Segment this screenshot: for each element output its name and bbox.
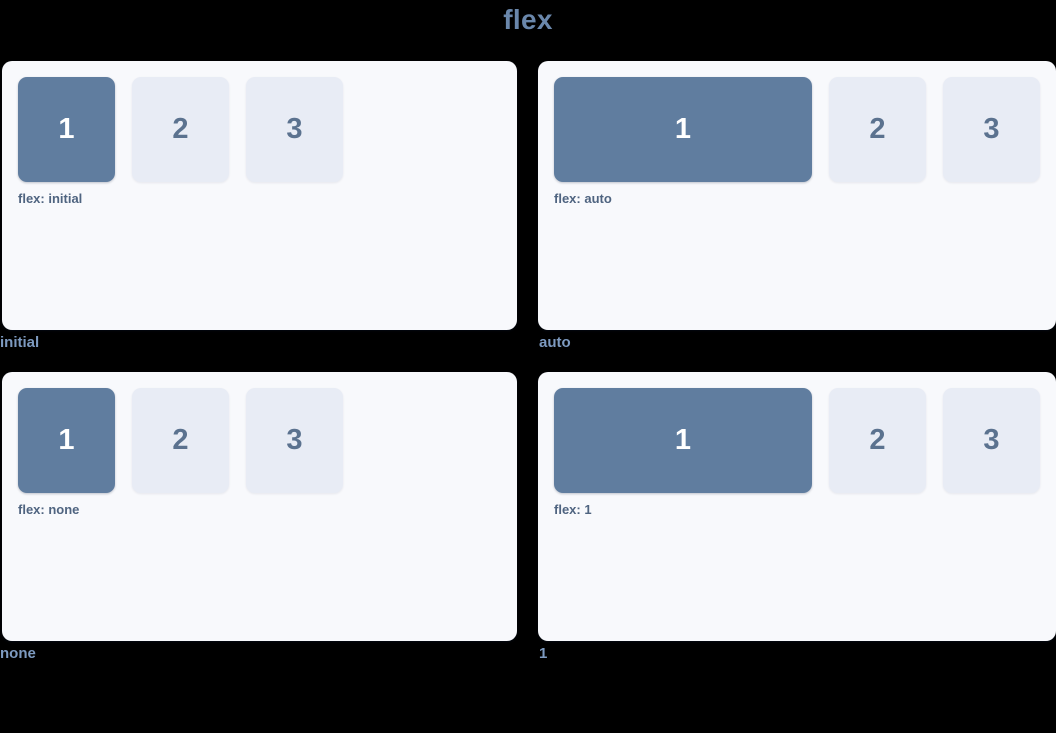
flex-container: 1 2 3 xyxy=(554,77,1040,182)
demo-card: 1 2 3 flex: 1 xyxy=(538,372,1056,641)
demo-card: 1 2 3 flex: none xyxy=(2,372,517,641)
cell-caption: auto xyxy=(539,334,571,351)
flex-item-3: 3 xyxy=(943,77,1040,182)
flex-container: 1 2 3 xyxy=(18,388,501,493)
flex-item-1: 1 xyxy=(554,77,812,182)
flex-item-3: 3 xyxy=(246,388,343,493)
demo-card: 1 2 3 flex: auto xyxy=(538,61,1056,330)
flex-item-2: 2 xyxy=(132,388,229,493)
flex-container: 1 2 3 xyxy=(18,77,501,182)
flex-value-note: flex: auto xyxy=(554,191,612,206)
cell-caption: 1 xyxy=(539,645,548,662)
cell-caption: initial xyxy=(0,334,40,351)
flex-item-2: 2 xyxy=(829,388,926,493)
demo-card: 1 2 3 flex: initial xyxy=(2,61,517,330)
flex-value-note: flex: 1 xyxy=(554,502,592,517)
flex-container: 1 2 3 xyxy=(554,388,1040,493)
flex-item-1: 1 xyxy=(554,388,812,493)
cell-caption: none xyxy=(0,645,36,662)
flex-demo-cell-auto: 1 2 3 flex: auto auto xyxy=(538,61,1056,351)
page-title: flex xyxy=(503,4,553,35)
flex-item-1: 1 xyxy=(18,77,115,182)
flex-demo-cell-initial: 1 2 3 flex: initial initial xyxy=(0,61,517,351)
flex-item-1: 1 xyxy=(18,388,115,493)
flex-value-note: flex: none xyxy=(18,502,80,517)
flex-demo-cell-1: 1 2 3 flex: 1 1 xyxy=(538,372,1056,662)
flex-value-note: flex: initial xyxy=(18,191,83,206)
flex-item-2: 2 xyxy=(829,77,926,182)
flex-item-3: 3 xyxy=(246,77,343,182)
flex-demo-cell-none: 1 2 3 flex: none none xyxy=(0,372,517,662)
flex-item-2: 2 xyxy=(132,77,229,182)
flex-item-3: 3 xyxy=(943,388,1040,493)
